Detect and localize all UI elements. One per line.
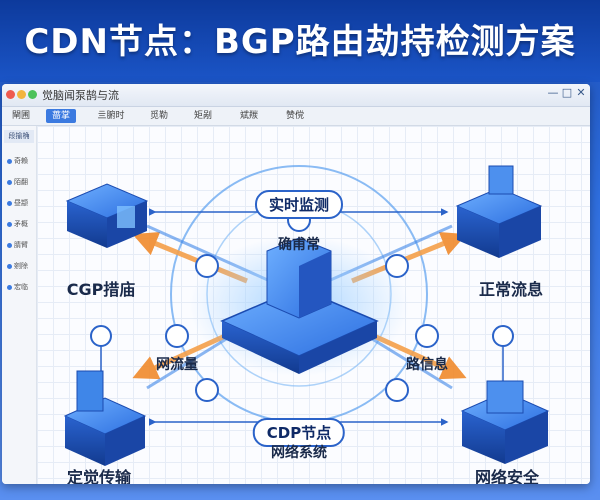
sidebar-item-label: 陌翻 — [14, 178, 28, 186]
tab-5[interactable]: 斌羰 — [239, 111, 258, 121]
sidebar-item-2[interactable]: 昼颛 — [4, 196, 34, 211]
tab-3[interactable]: 觅勒 — [149, 111, 168, 121]
sidebar-item-1[interactable]: 陌翻 — [4, 175, 34, 190]
node-top-left-label: CGP措庙 — [66, 280, 136, 299]
tab-6[interactable]: 赞傥 — [285, 111, 304, 121]
minimize-dot-icon[interactable] — [17, 90, 26, 99]
node-bottom-left-label: 定觉传输 — [66, 468, 132, 484]
sidebar-item-0[interactable]: 奇賴 — [4, 154, 34, 169]
sidebar-item-3[interactable]: 矛概 — [4, 217, 34, 232]
bullet-icon — [7, 284, 12, 290]
node-top-right-label: 正常流息 — [478, 280, 544, 299]
ring-icons — [90, 208, 514, 402]
sidebar-item-label: 剜除 — [14, 262, 28, 270]
bullet-icon — [7, 179, 12, 185]
banner: CDN节点：BGP路由劫持检测方案 — [0, 0, 600, 82]
banner-title: CDN节点：BGP路由劫持检测方案 — [24, 22, 576, 62]
sidebar-item-label: 奇賴 — [14, 157, 28, 165]
window-title: 觉脑闻泵鹄与流 — [42, 89, 119, 102]
node-bottom-right-icon[interactable] — [460, 380, 550, 464]
title-bar: 觉脑闻泵鹄与流 — □ ✕ — [2, 84, 590, 107]
node-bottom-right-label: 网络安全 — [474, 468, 540, 484]
sidebar: 段揄桷 奇賴 陌翻 昼颛 矛概 腈臂 剜除 宏临 — [2, 126, 37, 484]
minimize-icon[interactable]: — — [547, 86, 559, 99]
sidebar-item-4[interactable]: 腈臂 — [4, 238, 34, 253]
cdp-node-pill: CDP节点 — [252, 418, 346, 447]
bullet-icon — [7, 158, 12, 164]
tab-bar: 閘圃 蔷掌 亖腑时 觅勒 矩剐 斌羰 赞傥 — [2, 107, 590, 126]
bottom-center-label: 网络系统 — [271, 445, 327, 461]
node-bottom-left-icon[interactable] — [63, 370, 147, 466]
close-icon[interactable]: ✕ — [576, 86, 586, 99]
bullet-icon — [7, 200, 12, 206]
sidebar-item-label: 宏临 — [14, 283, 28, 291]
app-window: 觉脑闻泵鹄与流 — □ ✕ 閘圃 蔷掌 亖腑时 觅勒 矩剐 斌羰 赞傥 段揄桷 … — [2, 84, 590, 484]
sidebar-item-5[interactable]: 剜除 — [4, 259, 34, 274]
bullet-icon — [7, 221, 12, 227]
tab-0[interactable]: 閘圃 — [11, 111, 30, 121]
right-mid-label: 路信息 — [406, 357, 448, 373]
maximize-dot-icon[interactable] — [28, 90, 37, 99]
top-center-label: 确甫常 — [278, 237, 320, 253]
sidebar-header: 段揄桷 — [4, 130, 34, 143]
close-dot-icon[interactable] — [6, 90, 15, 99]
left-mid-label: 网流量 — [156, 357, 198, 373]
realtime-monitor-pill: 实时监测 — [254, 190, 344, 219]
bullet-icon — [7, 242, 12, 248]
bullet-icon — [7, 263, 12, 269]
sidebar-item-label: 矛概 — [14, 220, 28, 228]
tab-4[interactable]: 矩剐 — [193, 111, 212, 121]
restore-icon[interactable]: □ — [561, 86, 573, 99]
node-top-right-icon[interactable] — [455, 165, 543, 258]
sidebar-item-label: 腈臂 — [14, 241, 28, 249]
sidebar-item-label: 昼颛 — [14, 199, 28, 207]
node-top-left-icon[interactable] — [65, 183, 149, 248]
tab-2[interactable]: 亖腑时 — [97, 111, 125, 121]
sidebar-item-6[interactable]: 宏临 — [4, 280, 34, 295]
network-diagram — [63, 165, 550, 466]
tab-1[interactable]: 蔷掌 — [46, 109, 76, 123]
central-node[interactable] — [220, 237, 379, 374]
diagram-canvas: 实时监测 确甫常 CGP措庙 正常流息 网流量 路信息 CDP节点 网络系统 定… — [37, 126, 590, 484]
